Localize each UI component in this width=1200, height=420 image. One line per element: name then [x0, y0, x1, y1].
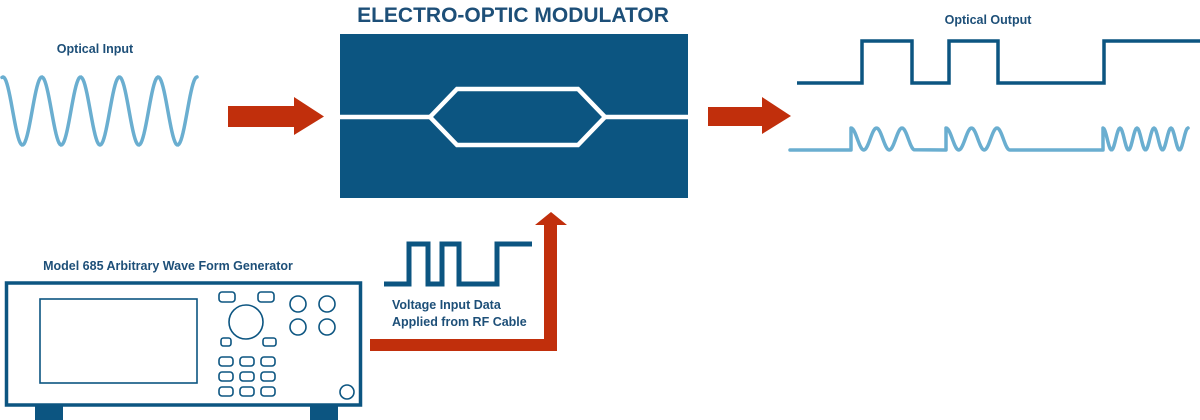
voltage-input-signal	[384, 241, 532, 287]
connector-icon	[318, 295, 336, 313]
key	[260, 356, 276, 367]
generator-feet-right	[310, 405, 338, 420]
waveform-generator	[4, 281, 363, 420]
softkey-top-left	[218, 291, 236, 303]
key	[218, 386, 234, 397]
connector-icon	[289, 318, 307, 336]
key	[239, 371, 255, 382]
optical-output-label: Optical Output	[945, 13, 1033, 27]
modulator-block	[340, 34, 688, 198]
modulator-title: ELECTRO-OPTIC MODULATOR	[357, 4, 669, 27]
output-optical-wave	[788, 126, 1190, 152]
generator-label: Model 685 Arbitrary Wave Form Generator	[43, 259, 293, 273]
mach-zehnder-waveguide	[340, 86, 688, 148]
output-digital-signal	[797, 39, 1200, 85]
generator-screen	[39, 298, 198, 384]
key	[239, 356, 255, 367]
generator-feet-left	[35, 405, 63, 420]
input-arrow	[228, 97, 324, 135]
arrow-key-left	[220, 337, 232, 347]
arrow-key-right	[262, 337, 277, 347]
optical-input-wave	[0, 75, 199, 147]
rotary-knob-icon	[228, 304, 264, 340]
softkey-top-right	[257, 291, 275, 303]
voltage-label-line2: Applied from RF Cable	[392, 315, 527, 329]
keypad	[218, 356, 276, 397]
output-connectors	[289, 295, 336, 336]
power-button-icon	[339, 384, 355, 400]
connector-icon	[318, 318, 336, 336]
optical-input-label: Optical Input	[57, 42, 134, 56]
key	[260, 371, 276, 382]
connector-icon	[289, 295, 307, 313]
key	[239, 386, 255, 397]
key	[218, 371, 234, 382]
key	[218, 356, 234, 367]
key	[260, 386, 276, 397]
rf-cable-arrow	[370, 212, 567, 351]
generator-chassis	[4, 281, 363, 407]
voltage-label-line1: Voltage Input Data	[392, 298, 502, 312]
output-arrow	[708, 97, 791, 134]
